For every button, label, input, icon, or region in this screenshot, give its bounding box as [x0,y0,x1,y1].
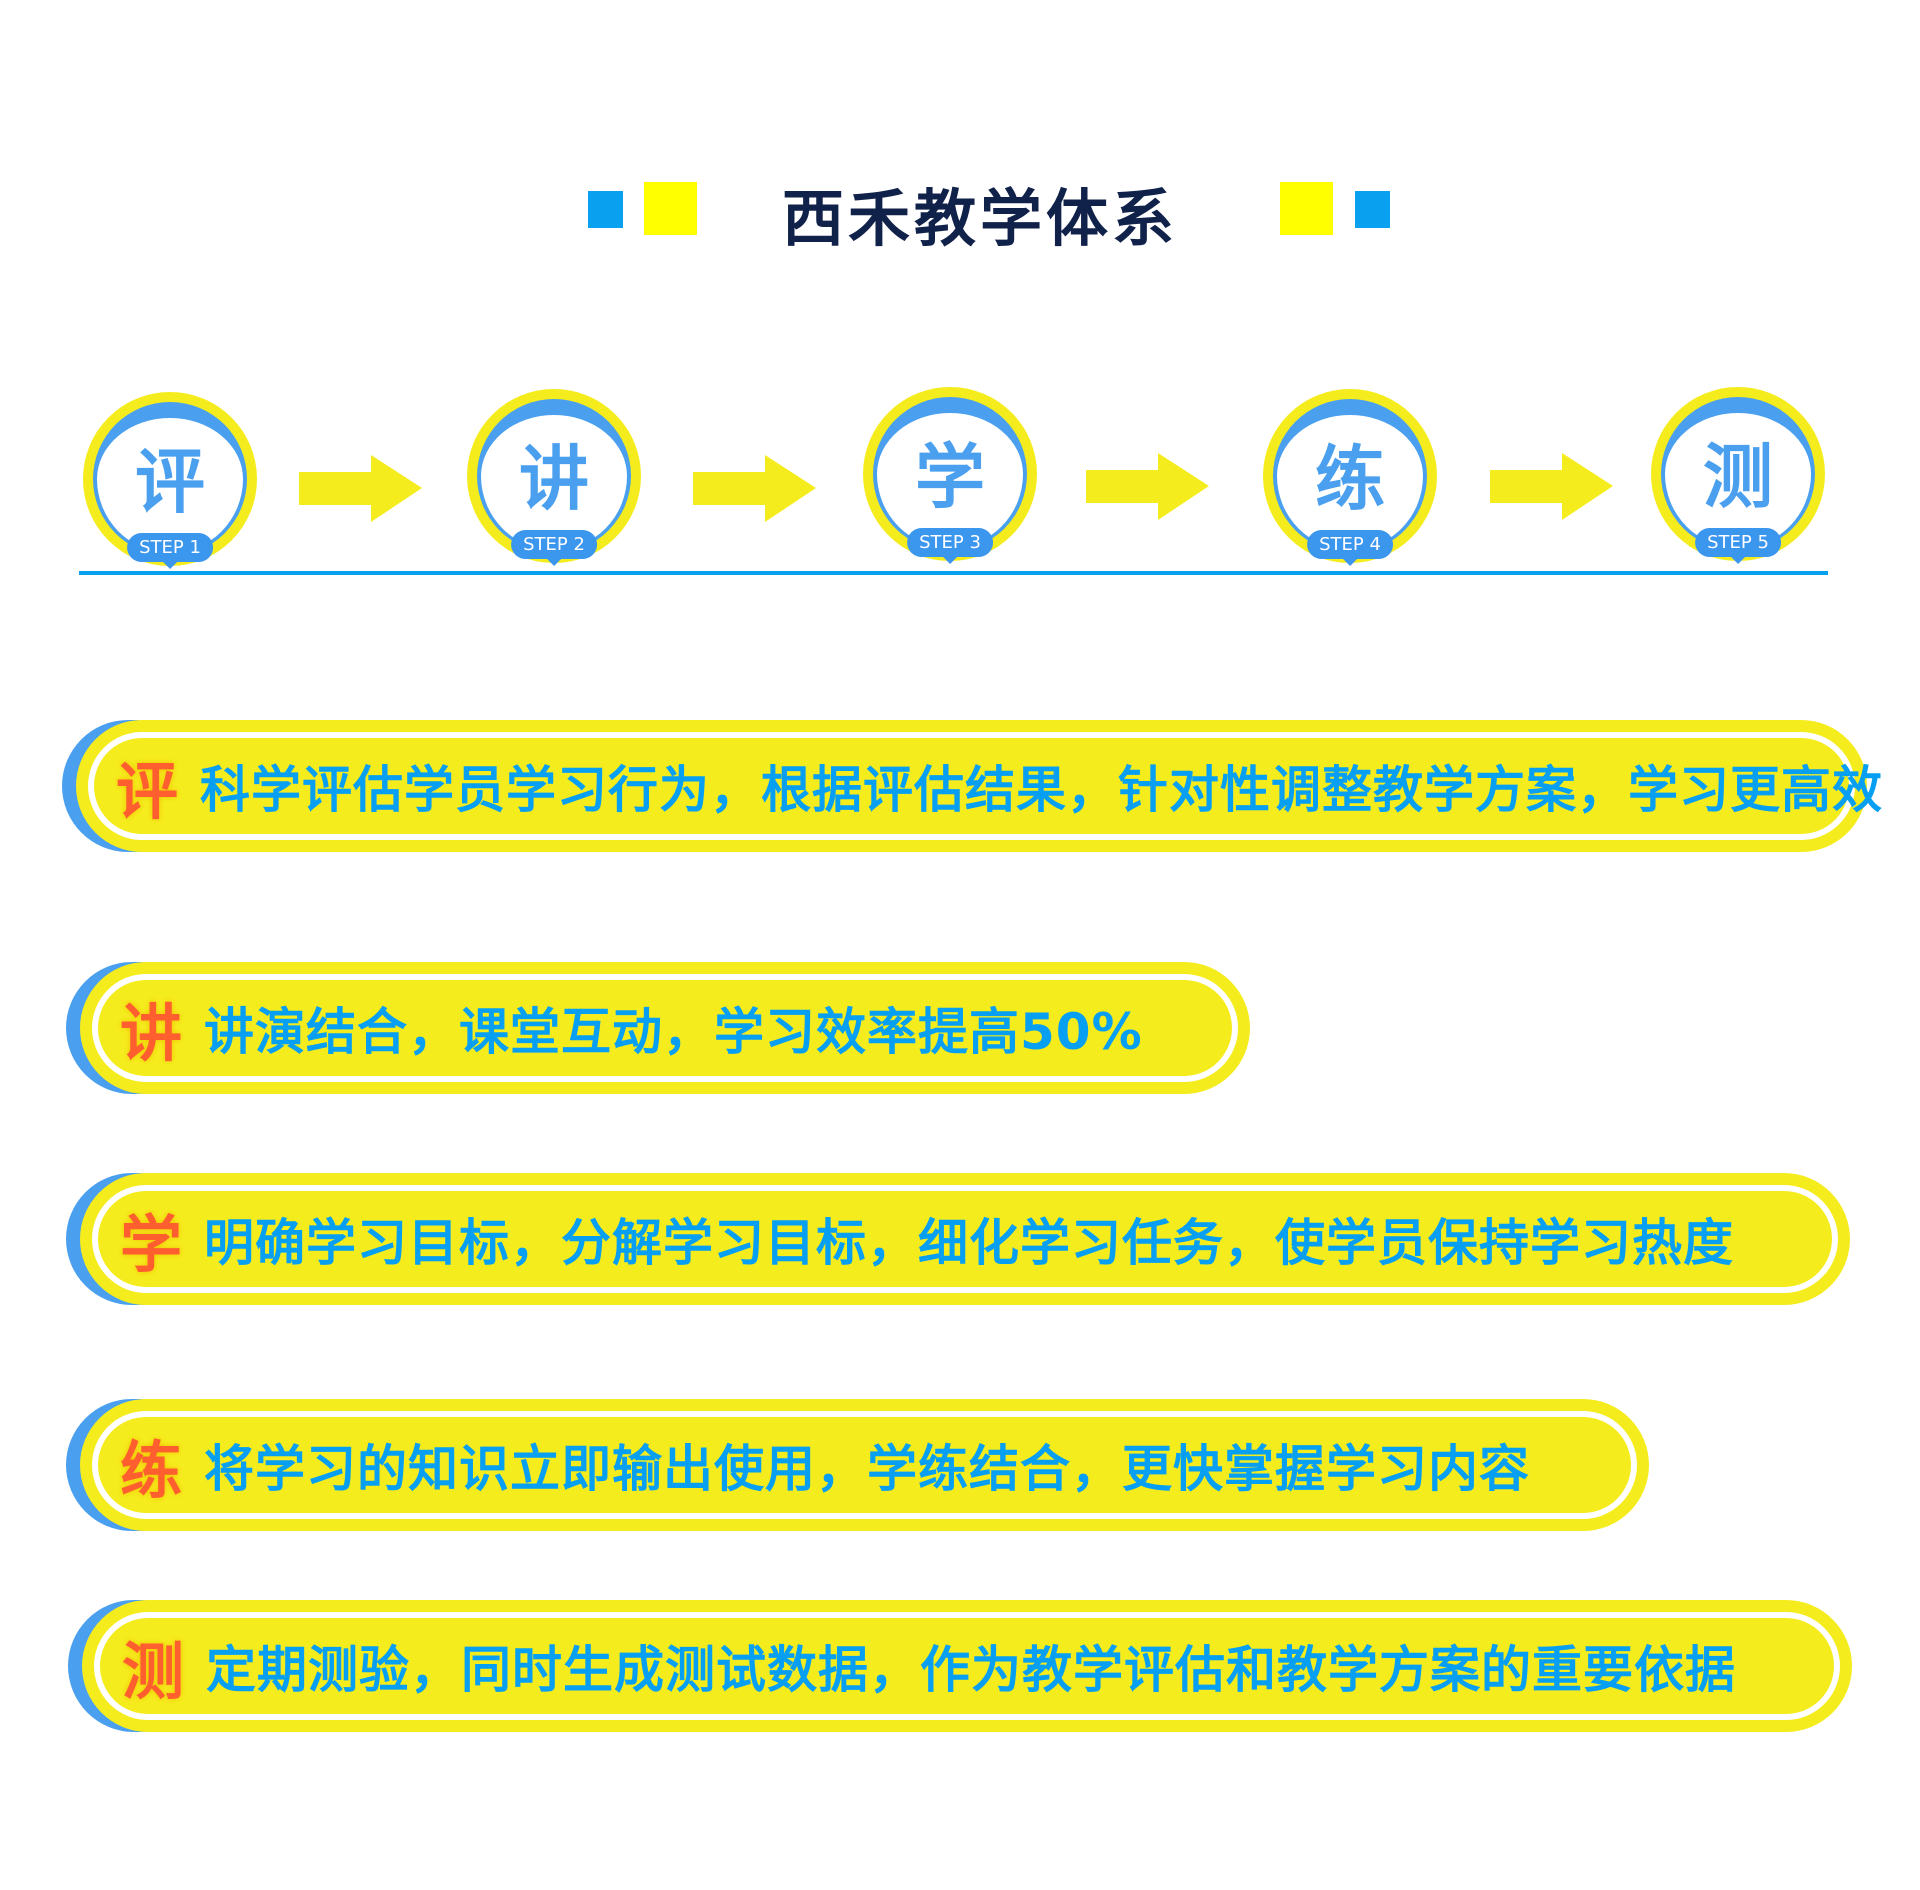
step-badge: STEP 4 [1307,530,1393,566]
step-char: 练 [1315,438,1385,520]
banner-text: 科学评估学员学习行为，根据评估结果，针对性调整教学方案，学习更高效 [200,761,1884,819]
step-char: 测 [1703,436,1773,518]
step-circle-2: 讲 STEP 2 [467,389,641,566]
step-badge: STEP 2 [511,530,597,566]
decor-square-yellow-left [644,182,697,235]
banner-lecture: 讲讲演结合，课堂互动，学习效率提高50% [66,962,1250,1094]
banner-test: 测定期测验，同时生成测试数据，作为教学评估和教学方案的重要依据 [68,1600,1852,1732]
banner-key: 练 [120,1434,183,1507]
step-char: 讲 [519,438,589,520]
page-title: 西禾教学体系 [781,182,1178,255]
banner-text: 明确学习目标，分解学习目标，细化学习任务，使学员保持学习热度 [204,1214,1735,1272]
arrow-right-icon [1490,453,1613,520]
step-char: 评 [135,441,205,523]
banner-practice: 练将学习的知识立即输出使用，学练结合，更快掌握学习内容 [66,1399,1649,1531]
banner-evaluate: 评科学评估学员学习行为，根据评估结果，针对性调整教学方案，学习更高效 [62,720,1882,852]
step-badge: STEP 5 [1695,528,1781,564]
step-circle-1: 评 STEP 1 [83,392,257,569]
decor-square-blue-left [588,191,623,228]
banner-key: 讲 [120,997,183,1070]
banner-key: 学 [120,1208,183,1281]
decor-square-blue-right [1355,191,1390,228]
timeline-divider [79,571,1828,575]
arrow-right-icon [693,455,816,522]
banner-text: 讲演结合，课堂互动，学习效率提高50% [204,1003,1143,1061]
arrow-right-icon [299,455,422,522]
step-badge: STEP 3 [907,528,993,564]
banner-learn: 学明确学习目标，分解学习目标，细化学习任务，使学员保持学习热度 [66,1173,1850,1305]
banner-key: 测 [122,1635,185,1708]
step-circle-5: 测 STEP 5 [1651,387,1825,564]
banner-text: 将学习的知识立即输出使用，学练结合，更快掌握学习内容 [204,1440,1531,1498]
step-badge: STEP 1 [127,533,213,569]
banner-text: 定期测验，同时生成测试数据，作为教学评估和教学方案的重要依据 [206,1641,1737,1699]
step-char: 学 [915,436,985,518]
banner-key: 评 [116,755,179,828]
arrow-right-icon [1086,453,1209,520]
step-circle-3: 学 STEP 3 [863,387,1037,564]
decor-square-yellow-right [1280,182,1333,235]
step-circle-4: 练 STEP 4 [1263,389,1437,566]
